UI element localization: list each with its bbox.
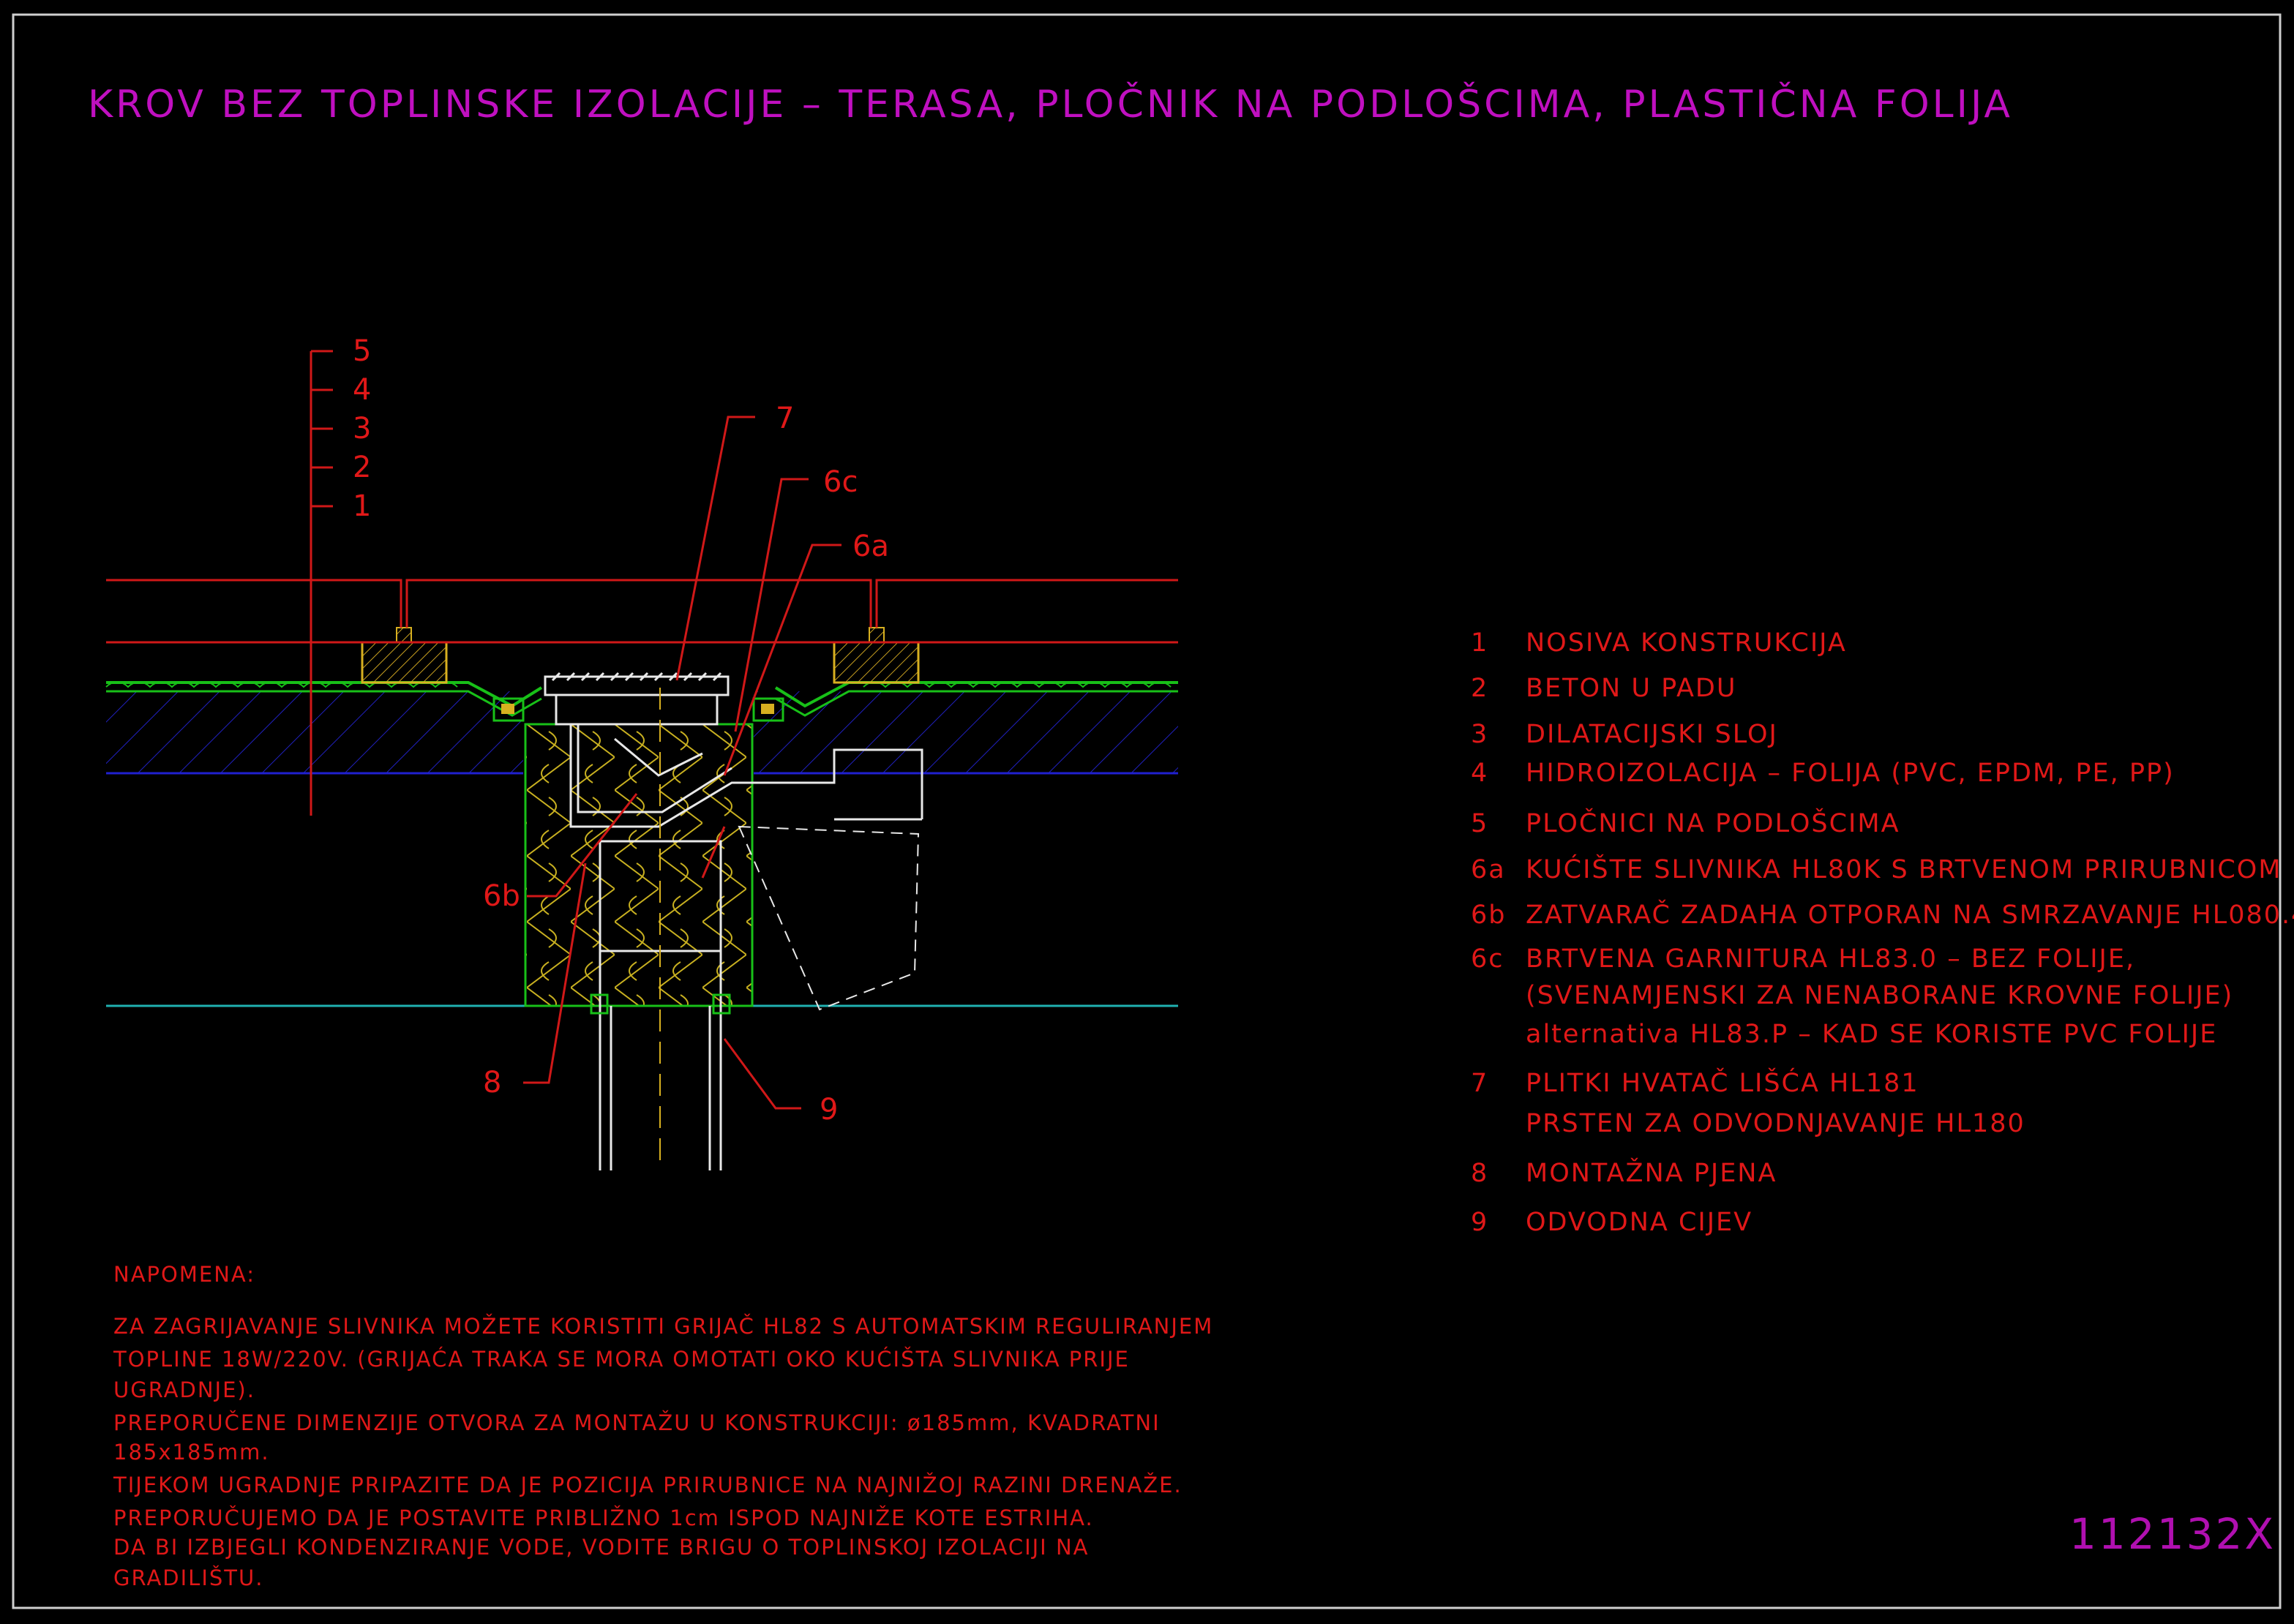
note-heading: NAPOMENA: bbox=[113, 1262, 255, 1287]
legend-number: 5 bbox=[1471, 809, 1488, 838]
note-line: 185x185mm. bbox=[113, 1440, 270, 1465]
detail-leader-lines bbox=[523, 416, 841, 1110]
paver-pedestals bbox=[361, 627, 920, 684]
callout-6c: 6c bbox=[823, 465, 858, 499]
drawing-code: 112132X bbox=[2069, 1509, 2276, 1559]
layer-callout-rail bbox=[310, 350, 333, 816]
legend-number: 9 bbox=[1471, 1208, 1488, 1237]
callout-layer-4: 4 bbox=[353, 373, 371, 407]
legend-number: 7 bbox=[1471, 1069, 1488, 1098]
legend-text: PRSTEN ZA ODVODNJAVANJE HL180 bbox=[1526, 1109, 2025, 1138]
note-line: PREPORUČENE DIMENZIJE OTVORA ZA MONTAŽU … bbox=[113, 1410, 1161, 1435]
legend-text: HIDROIZOLACIJA – FOLIJA (PVC, EPDM, PE, … bbox=[1526, 759, 2175, 788]
waterproofing-membrane bbox=[105, 681, 1178, 717]
pavers bbox=[106, 579, 1178, 644]
legend-number: 8 bbox=[1471, 1159, 1488, 1188]
legend-text: NOSIVA KONSTRUKCIJA bbox=[1526, 628, 1847, 658]
note-line: ZA ZAGRIJAVANJE SLIVNIKA MOŽETE KORISTIT… bbox=[113, 1314, 1213, 1339]
legend-text: ODVODNA CIJEV bbox=[1526, 1208, 1753, 1237]
legend-number: 6c bbox=[1471, 944, 1504, 974]
legend-text: DILATACIJSKI SLOJ bbox=[1526, 720, 1778, 749]
note-line: DA BI IZBJEGLI KONDENZIRANJE VODE, VODIT… bbox=[113, 1535, 1089, 1560]
callout-6b: 6b bbox=[483, 879, 520, 913]
alternative-outlet-dashed bbox=[738, 825, 920, 1011]
callout-6a: 6a bbox=[852, 530, 889, 563]
legend-text: PLITKI HVATAČ LIŠĆA HL181 bbox=[1526, 1067, 1919, 1098]
legend-number: 1 bbox=[1471, 628, 1488, 658]
legend-text: BRTVENA GARNITURA HL83.0 – BEZ FOLIJE, bbox=[1526, 944, 2135, 974]
callout-layer-3: 3 bbox=[353, 412, 371, 446]
note-line: TIJEKOM UGRADNJE PRIPAZITE DA JE POZICIJ… bbox=[113, 1473, 1182, 1497]
legend-text: PLOČNICI NA PODLOŠCIMA bbox=[1526, 808, 1900, 838]
callout-9: 9 bbox=[820, 1093, 838, 1127]
sheet-border bbox=[12, 13, 2282, 1609]
legend-number: 3 bbox=[1471, 720, 1488, 749]
legend-number: 6b bbox=[1471, 901, 1507, 930]
legend-text: MONTAŽNA PJENA bbox=[1526, 1157, 1777, 1188]
note-block: NAPOMENA: ZA ZAGRIJAVANJE SLIVNIKA MOŽET… bbox=[113, 1262, 1213, 1590]
mounting-foam-fill bbox=[524, 723, 754, 1007]
legend-number: 6a bbox=[1471, 855, 1506, 884]
drain-body bbox=[544, 672, 923, 1170]
note-line: UGRADNJE). bbox=[113, 1377, 255, 1402]
note-line: PREPORUČUJEMO DA JE POSTAVITE PRIBLIŽNO … bbox=[113, 1505, 1094, 1530]
legend: 1 NOSIVA KONSTRUKCIJA 2 BETON U PADU 3 DILATA… bbox=[1471, 628, 2294, 1237]
legend-text: BETON U PADU bbox=[1526, 674, 1736, 703]
callout-8: 8 bbox=[483, 1066, 501, 1099]
pipe-connector bbox=[590, 993, 731, 1015]
callout-7: 7 bbox=[776, 402, 794, 435]
callout-layer-5: 5 bbox=[353, 334, 371, 368]
legend-text: KUĆIŠTE SLIVNIKA HL80K S BRTVENOM PRIRUB… bbox=[1526, 854, 2282, 884]
flange-clamps bbox=[492, 697, 784, 722]
callout-layer-2: 2 bbox=[353, 451, 371, 484]
drawing-title: KROV BEZ TOPLINSKE IZOLACIJE – TERASA, P… bbox=[88, 81, 2013, 127]
legend-number: 4 bbox=[1471, 759, 1488, 788]
legend-number: 2 bbox=[1471, 674, 1488, 703]
legend-text: (SVENAMJENSKI ZA NENABORANE KROVNE FOLIJ… bbox=[1526, 981, 2233, 1010]
legend-text: alternativa HL83.P – KAD SE KORISTE PVC … bbox=[1526, 1020, 2217, 1049]
note-line: GRADILIŠTU. bbox=[113, 1565, 263, 1590]
legend-text: ZATVARAČ ZADAHA OTPORAN NA SMRZAVANJE HL… bbox=[1526, 899, 2294, 930]
callout-layer-1: 1 bbox=[353, 489, 371, 523]
note-lines: ZA ZAGRIJAVANJE SLIVNIKA MOŽETE KORISTIT… bbox=[113, 1314, 1213, 1590]
note-line: TOPLINE 18W/220V. (GRIJAĆA TRAKA SE MORA… bbox=[113, 1347, 1130, 1372]
section-detail-drawing: 5 4 3 2 1 7 6c 6a 6b 8 9 bbox=[105, 334, 1178, 1170]
